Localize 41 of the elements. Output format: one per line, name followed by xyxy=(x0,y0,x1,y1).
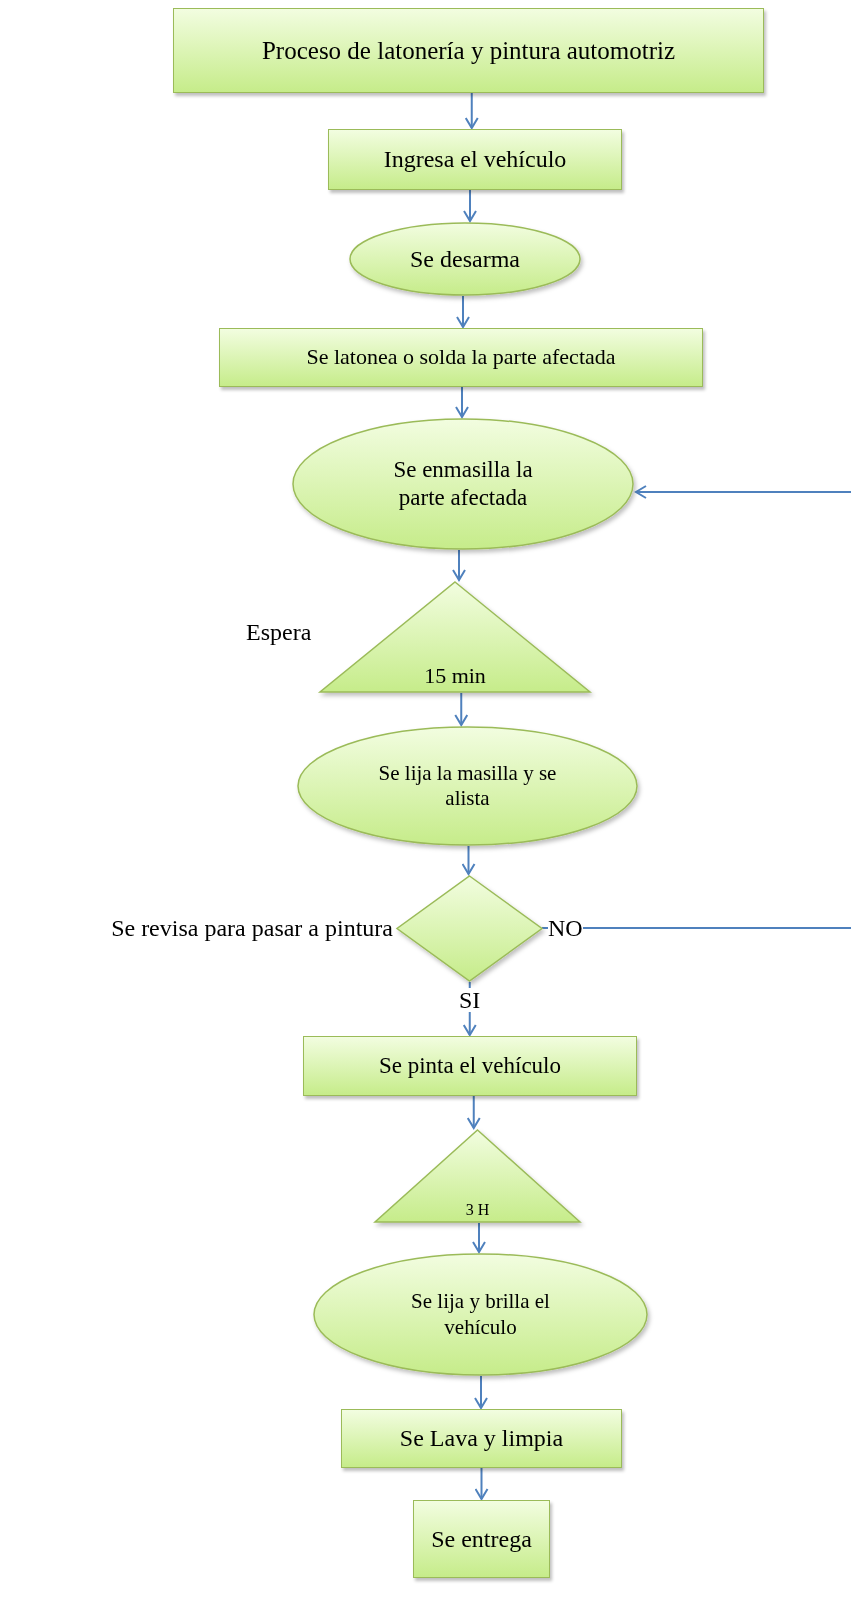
node-label: Se enmasilla la parte afectada xyxy=(392,456,534,512)
arrow xyxy=(474,1375,488,1409)
oval-node xyxy=(297,726,638,846)
node-label: Se entrega xyxy=(431,1524,532,1554)
arrow xyxy=(461,845,476,875)
process-box xyxy=(413,1500,550,1578)
process-box xyxy=(341,1409,622,1468)
node-label: Ingresa el vehículo xyxy=(383,145,567,174)
oval-node xyxy=(292,418,634,550)
arrow xyxy=(455,386,469,418)
connector-line xyxy=(541,927,851,929)
side-note: Espera xyxy=(246,618,312,646)
node-label: Se pinta el vehículo xyxy=(378,1052,561,1080)
node-label: Se lija y brilla el vehículo xyxy=(410,1289,551,1340)
node-label: Se lija la masilla y se alista xyxy=(377,760,558,812)
arrow xyxy=(635,485,851,499)
node-label: Se desarma xyxy=(410,244,520,274)
wait-triangle xyxy=(374,1129,581,1223)
oval-node xyxy=(349,222,581,296)
node-label: Proceso de latonería y pintura automotriz xyxy=(261,35,676,66)
arrow xyxy=(456,295,470,328)
oval-node xyxy=(313,1253,648,1376)
side-note: Se revisa para pasar a pintura xyxy=(111,914,393,942)
wait-triangle xyxy=(319,581,591,693)
arrow xyxy=(466,1095,481,1129)
decision-diamond xyxy=(396,875,543,982)
process-box xyxy=(303,1036,637,1096)
process-box xyxy=(328,129,622,190)
arrow xyxy=(454,692,469,726)
process-box xyxy=(173,8,764,93)
node-label: 15 min xyxy=(424,662,486,689)
process-box xyxy=(219,328,703,387)
arrow xyxy=(474,1467,489,1500)
edge-label: SI xyxy=(459,988,481,1012)
arrow xyxy=(463,189,477,222)
arrow xyxy=(452,549,466,581)
node-label: Se latonea o solda la parte afectada xyxy=(306,344,616,371)
arrow xyxy=(472,1222,486,1253)
node-label: Se Lava y limpia xyxy=(399,1424,564,1453)
arrow xyxy=(464,92,479,129)
node-label: 3 H xyxy=(465,1199,490,1219)
